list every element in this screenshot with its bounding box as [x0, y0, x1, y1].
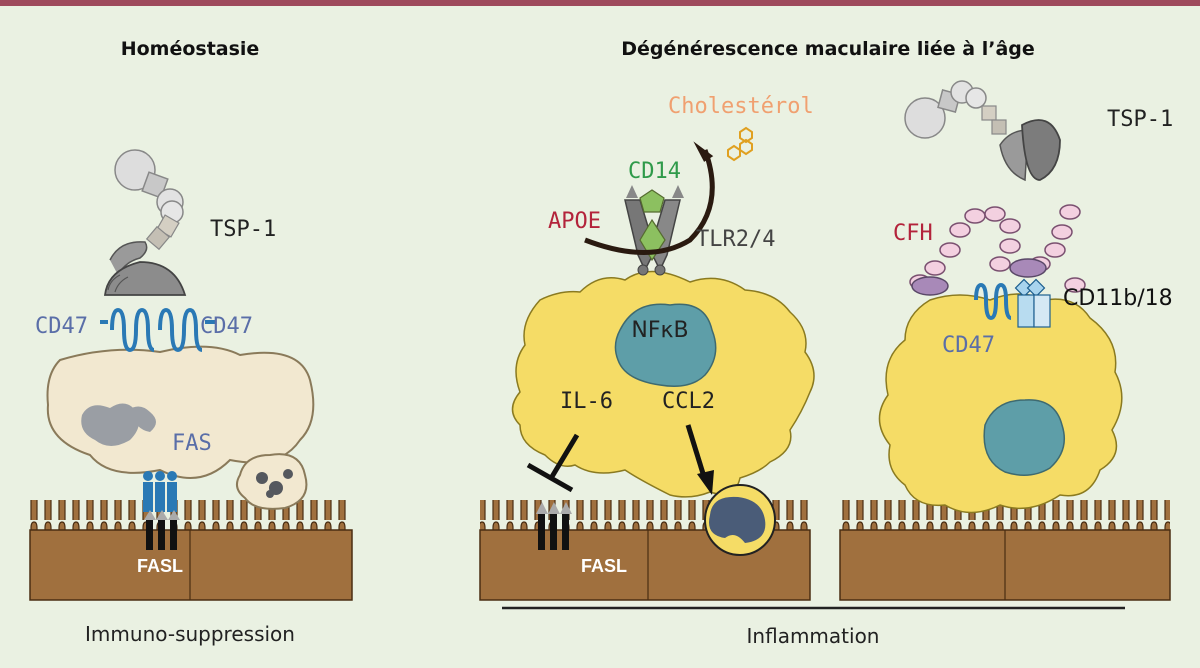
fasl-ligand-left	[144, 510, 180, 550]
apoe-label: APOE	[548, 209, 601, 234]
fas-receptor	[143, 471, 177, 512]
fas-label: FAS	[172, 431, 212, 456]
cd47-label-right: CD47	[942, 333, 995, 358]
cd11b-18-integrin	[1014, 278, 1051, 328]
tsp1-protein-left	[103, 149, 187, 296]
cd47-label-left-b: CD47	[200, 314, 253, 339]
tsp1-label-right: TSP-1	[1107, 107, 1173, 132]
macrophage-right	[878, 293, 1123, 514]
il6-inhibition-arrow	[526, 433, 580, 493]
cholesterol-efflux-arrow	[584, 141, 715, 255]
cholesterol-molecule-icon	[727, 126, 753, 162]
tlr-label: TLR2/4	[696, 227, 775, 252]
nfkb-label: NFκB	[631, 318, 688, 343]
tsp1-protein-right	[904, 80, 1061, 182]
top-accent-bar	[0, 0, 1200, 6]
apoptotic-cell	[235, 453, 308, 510]
right-panel-title: Dégénérescence maculaire liée à l’âge	[621, 38, 1035, 60]
ccl2-recruitment-arrow	[685, 424, 714, 495]
cd47-label-left-a: CD47	[35, 314, 88, 339]
retina-left	[29, 500, 353, 601]
quiescent-microglia	[46, 345, 315, 479]
cd14-label: CD14	[628, 159, 681, 184]
left-caption: Immuno-suppression	[85, 622, 295, 646]
right-caption: Inflammation	[747, 624, 880, 648]
fasl-label-middle: FASL	[581, 556, 627, 576]
cd47-receptor-right	[974, 282, 1012, 321]
fasl-label-left: FASL	[137, 556, 183, 576]
activated-macrophage	[511, 270, 815, 498]
ccl2-label: CCL2	[662, 389, 715, 414]
retina-right	[839, 500, 1171, 601]
cfh-label: CFH	[893, 221, 933, 246]
cd11b-label: CD11b/18	[1063, 286, 1173, 311]
tsp1-label-left: TSP-1	[210, 217, 276, 242]
tlr-receptor-complex	[624, 185, 684, 276]
cholesterol-label: Cholestérol	[668, 94, 814, 119]
cd47-receptor-left	[100, 307, 215, 353]
il6-label: IL-6	[560, 389, 613, 414]
left-panel-title: Homéostasie	[121, 38, 260, 60]
monocyte	[704, 484, 776, 556]
retina-middle	[479, 500, 811, 601]
cfh-binding-domains	[911, 258, 1047, 296]
fasl-ligand-middle	[536, 502, 572, 550]
